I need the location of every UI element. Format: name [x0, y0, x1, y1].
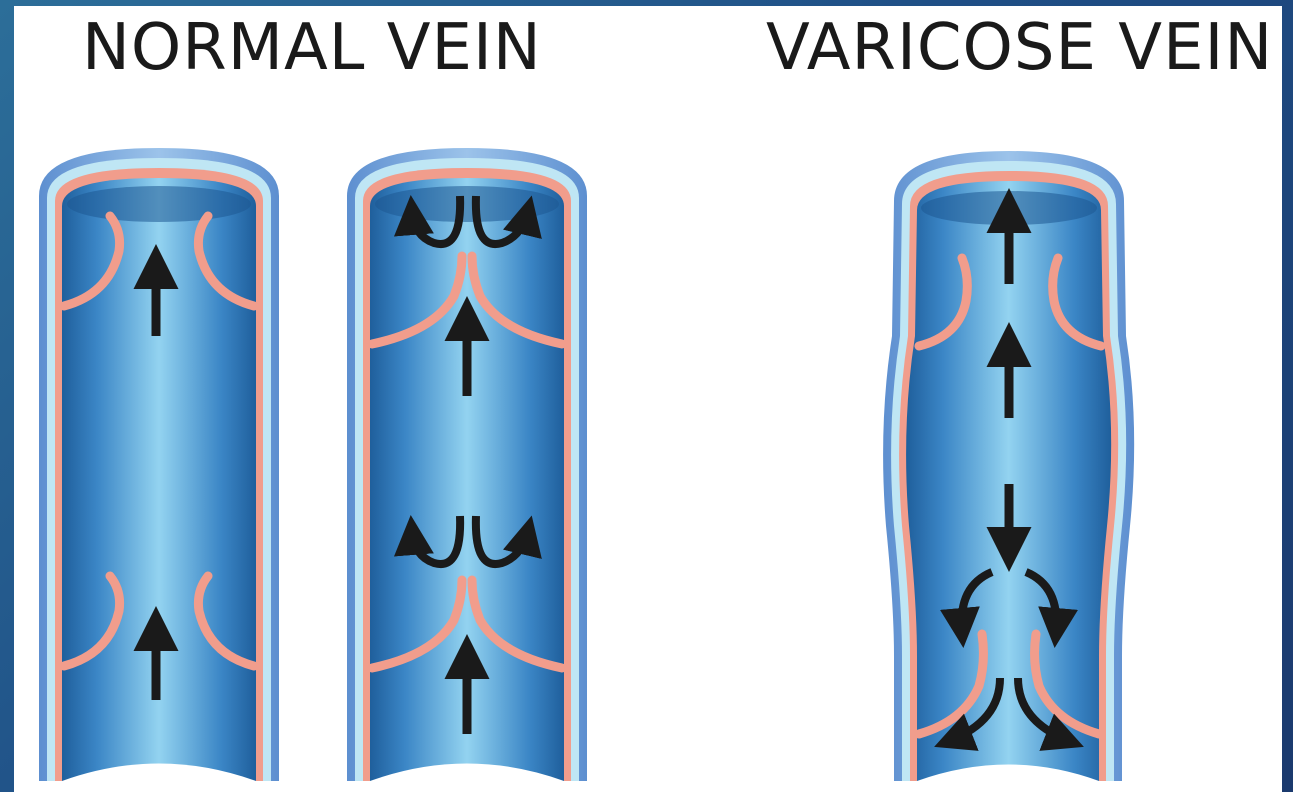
- varicose-vein: [883, 151, 1134, 781]
- normal-vein-open-valves: [347, 148, 587, 781]
- normal-vein-closed-valves: [39, 148, 279, 781]
- diagram-canvas: NORMAL VEIN VARICOSE VEIN: [14, 6, 1282, 792]
- vein-illustrations: [14, 6, 1282, 792]
